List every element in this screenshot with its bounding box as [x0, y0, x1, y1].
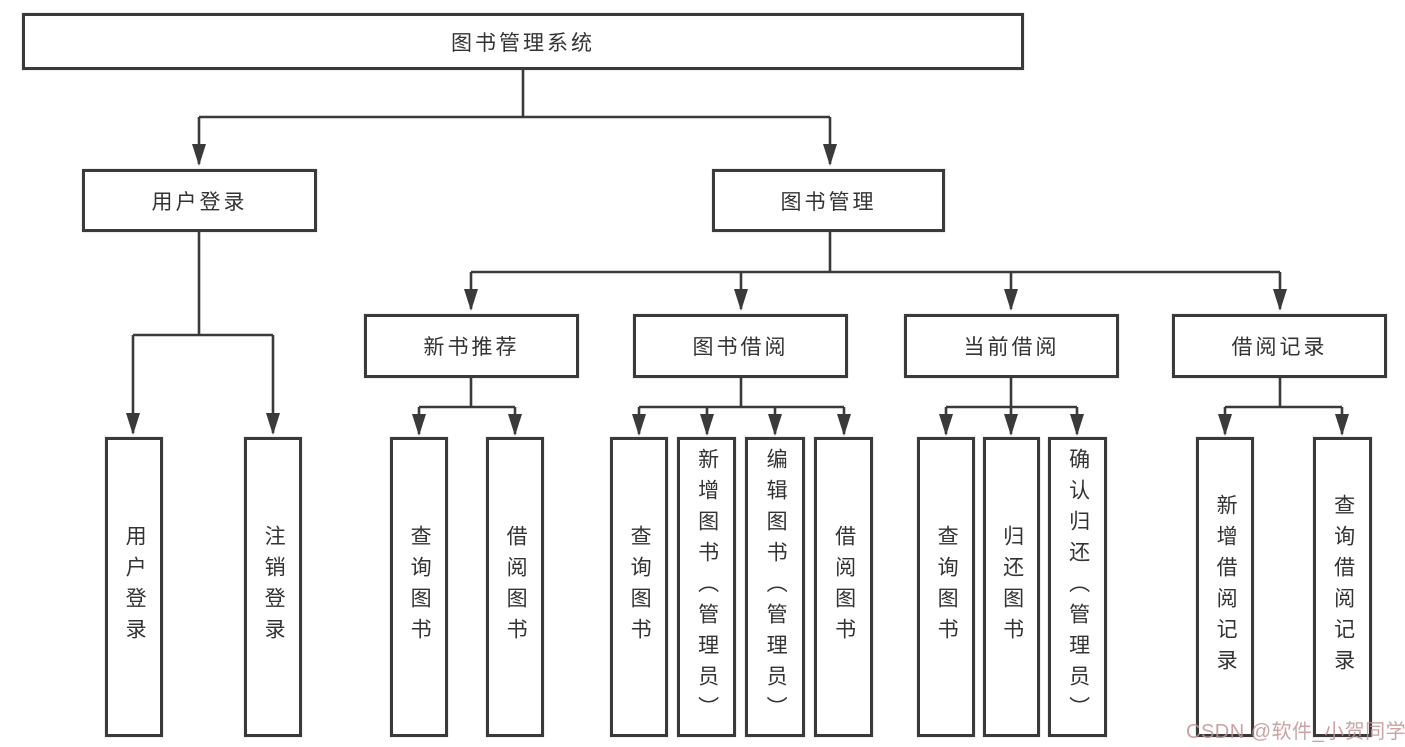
leaf-user-login: 用户登录 [105, 437, 163, 737]
node-current-borrow-label: 当前借阅 [963, 336, 1060, 359]
node-current-borrow: 当前借阅 [904, 314, 1119, 378]
node-root-library-system: 图书管理系统 [22, 13, 1024, 70]
leaf-bb-add-book-admin-label: 新增图书（管理员） [695, 447, 719, 727]
connector-borrow-records-split [1225, 378, 1342, 409]
connector-root-split [199, 69, 830, 119]
leaf-nb-borrow-book: 借阅图书 [486, 437, 544, 737]
leaf-bb-edit-book-admin: 编辑图书（管理员） [745, 437, 805, 737]
leaf-user-login-label: 用户登录 [123, 525, 147, 649]
node-borrow-records-label: 借阅记录 [1231, 336, 1328, 359]
node-book-borrow-label: 图书借阅 [692, 336, 789, 359]
node-borrow-records: 借阅记录 [1172, 314, 1387, 378]
node-root-label: 图书管理系统 [451, 31, 595, 55]
node-user-login-label: 用户登录 [151, 190, 248, 214]
connector-current-borrow-split [946, 378, 1077, 409]
leaf-br-query-record: 查询借阅记录 [1313, 437, 1372, 737]
leaf-nb-query-book: 查询图书 [390, 437, 448, 737]
leaf-cb-confirm-return-admin-label: 确认归还（管理员） [1066, 447, 1090, 727]
leaf-bb-borrow-book: 借阅图书 [814, 437, 873, 737]
leaf-cb-query-book-label: 查询图书 [935, 525, 959, 649]
leaf-bb-edit-book-admin-label: 编辑图书（管理员） [764, 447, 788, 727]
leaf-br-add-record: 新增借阅记录 [1196, 437, 1254, 737]
leaf-bb-add-book-admin: 新增图书（管理员） [677, 437, 736, 737]
leaf-logout: 注销登录 [244, 437, 302, 737]
node-new-book-rec: 新书推荐 [364, 314, 579, 378]
leaf-logout-label: 注销登录 [262, 525, 286, 649]
leaf-br-query-record-label: 查询借阅记录 [1331, 494, 1355, 680]
connector-new-book-split [419, 378, 515, 409]
leaf-bb-query-book-label: 查询图书 [628, 525, 652, 649]
node-book-mgmt-label: 图书管理 [780, 190, 877, 214]
leaf-bb-query-book: 查询图书 [610, 437, 668, 737]
leaf-nb-query-book-label: 查询图书 [408, 525, 432, 649]
leaf-cb-confirm-return-admin: 确认归还（管理员） [1048, 437, 1107, 737]
node-new-book-rec-label: 新书推荐 [423, 336, 520, 359]
node-book-borrow: 图书借阅 [633, 314, 848, 378]
connector-user-login-split [133, 232, 273, 337]
leaf-bb-borrow-book-label: 借阅图书 [832, 525, 856, 649]
leaf-cb-query-book: 查询图书 [917, 437, 975, 737]
leaf-cb-return-book-label: 归还图书 [1000, 525, 1024, 649]
leaf-nb-borrow-book-label: 借阅图书 [504, 525, 528, 649]
node-book-mgmt: 图书管理 [712, 169, 945, 232]
connector-book-borrow-split [639, 378, 844, 409]
leaf-cb-return-book: 归还图书 [983, 437, 1040, 737]
connector-book-mgmt-split [471, 232, 1280, 274]
csdn-watermark: CSDN @软件_小贺同学 [1186, 721, 1405, 743]
leaf-br-add-record-label: 新增借阅记录 [1214, 494, 1238, 680]
node-user-login: 用户登录 [82, 169, 317, 232]
